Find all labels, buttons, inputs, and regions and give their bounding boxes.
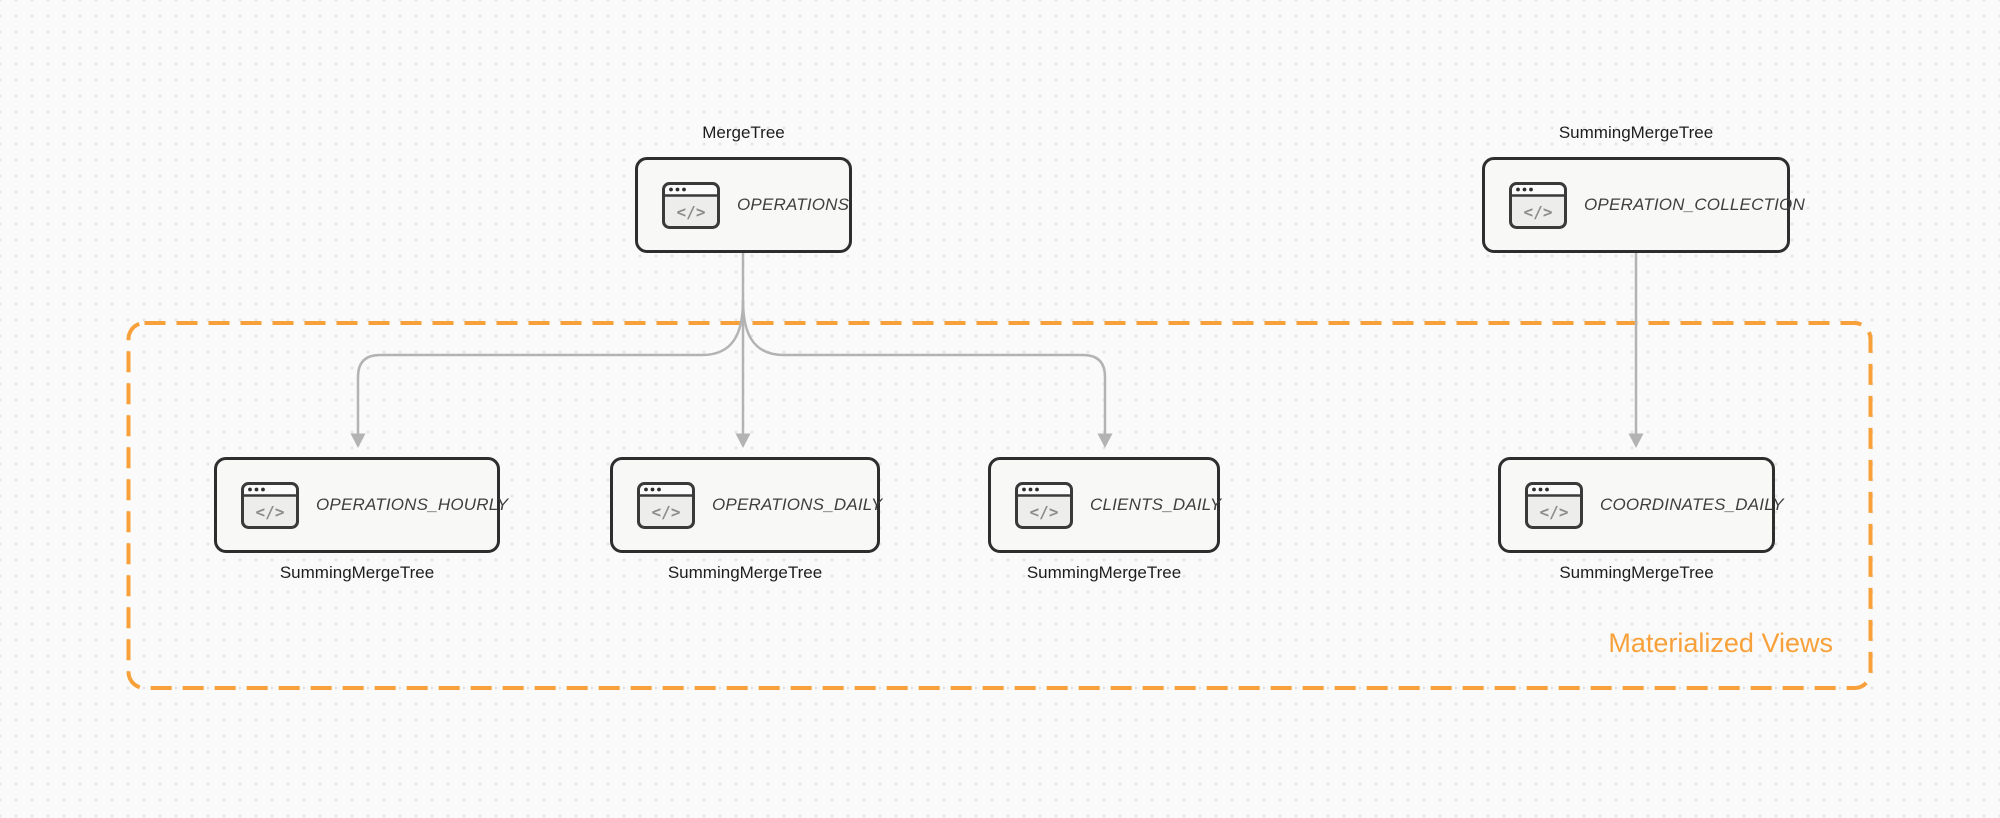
node-title: COORDINATES_DAILY — [1600, 495, 1784, 514]
engine-label-operation-collection: SummingMergeTree — [1558, 123, 1714, 142]
svg-text:</>: </> — [1524, 202, 1553, 221]
code-window-icon: </> — [1509, 181, 1567, 229]
node-operation-collection: </> OPERATION_COLLECTION — [1482, 157, 1805, 253]
arrowhead-coordinates-daily — [1628, 433, 1644, 448]
node-operations-hourly: </> OPERATIONS_HOURLY — [214, 457, 508, 553]
svg-text:</>: </> — [256, 502, 285, 521]
svg-text:</>: </> — [1030, 502, 1059, 521]
arrowhead-clients-daily — [1097, 433, 1113, 448]
code-window-icon: </> — [1015, 481, 1073, 529]
node-clients-daily: </> CLIENTS_DAILY — [988, 457, 1222, 553]
edge-operations-to-operations-hourly — [356, 299, 745, 434]
edge-operations-to-clients-daily — [741, 299, 1107, 434]
node-coordinates-daily: </> COORDINATES_DAILY — [1498, 457, 1784, 553]
code-window-icon: </> — [637, 481, 695, 529]
node-operations: </> OPERATIONS — [635, 157, 852, 253]
engine-label-operations-hourly: SummingMergeTree — [279, 563, 435, 582]
code-window-icon: </> — [241, 481, 299, 529]
svg-text:</>: </> — [1540, 502, 1569, 521]
node-title: CLIENTS_DAILY — [1090, 495, 1222, 514]
engine-label-operations-daily: SummingMergeTree — [667, 563, 823, 582]
node-title: OPERATION_COLLECTION — [1584, 195, 1805, 214]
svg-text:</>: </> — [652, 502, 681, 521]
engine-label-clients-daily: SummingMergeTree — [1026, 563, 1182, 582]
node-operations-daily: </> OPERATIONS_DAILY — [610, 457, 883, 553]
engine-label-coordinates-daily: SummingMergeTree — [1559, 563, 1714, 582]
arrowhead-operations-daily — [735, 433, 751, 448]
code-window-icon: </> — [1525, 481, 1583, 529]
node-title: OPERATIONS_HOURLY — [316, 495, 509, 514]
node-title: OPERATIONS_DAILY — [712, 495, 883, 514]
svg-text:</>: </> — [677, 202, 706, 221]
materialized-views-group-label: Materialized Views — [1608, 628, 1833, 658]
arrowhead-operations-hourly — [350, 433, 366, 448]
engine-label-operations: MergeTree — [702, 123, 785, 142]
node-title: OPERATIONS — [737, 195, 850, 214]
code-window-icon: </> — [662, 181, 720, 229]
